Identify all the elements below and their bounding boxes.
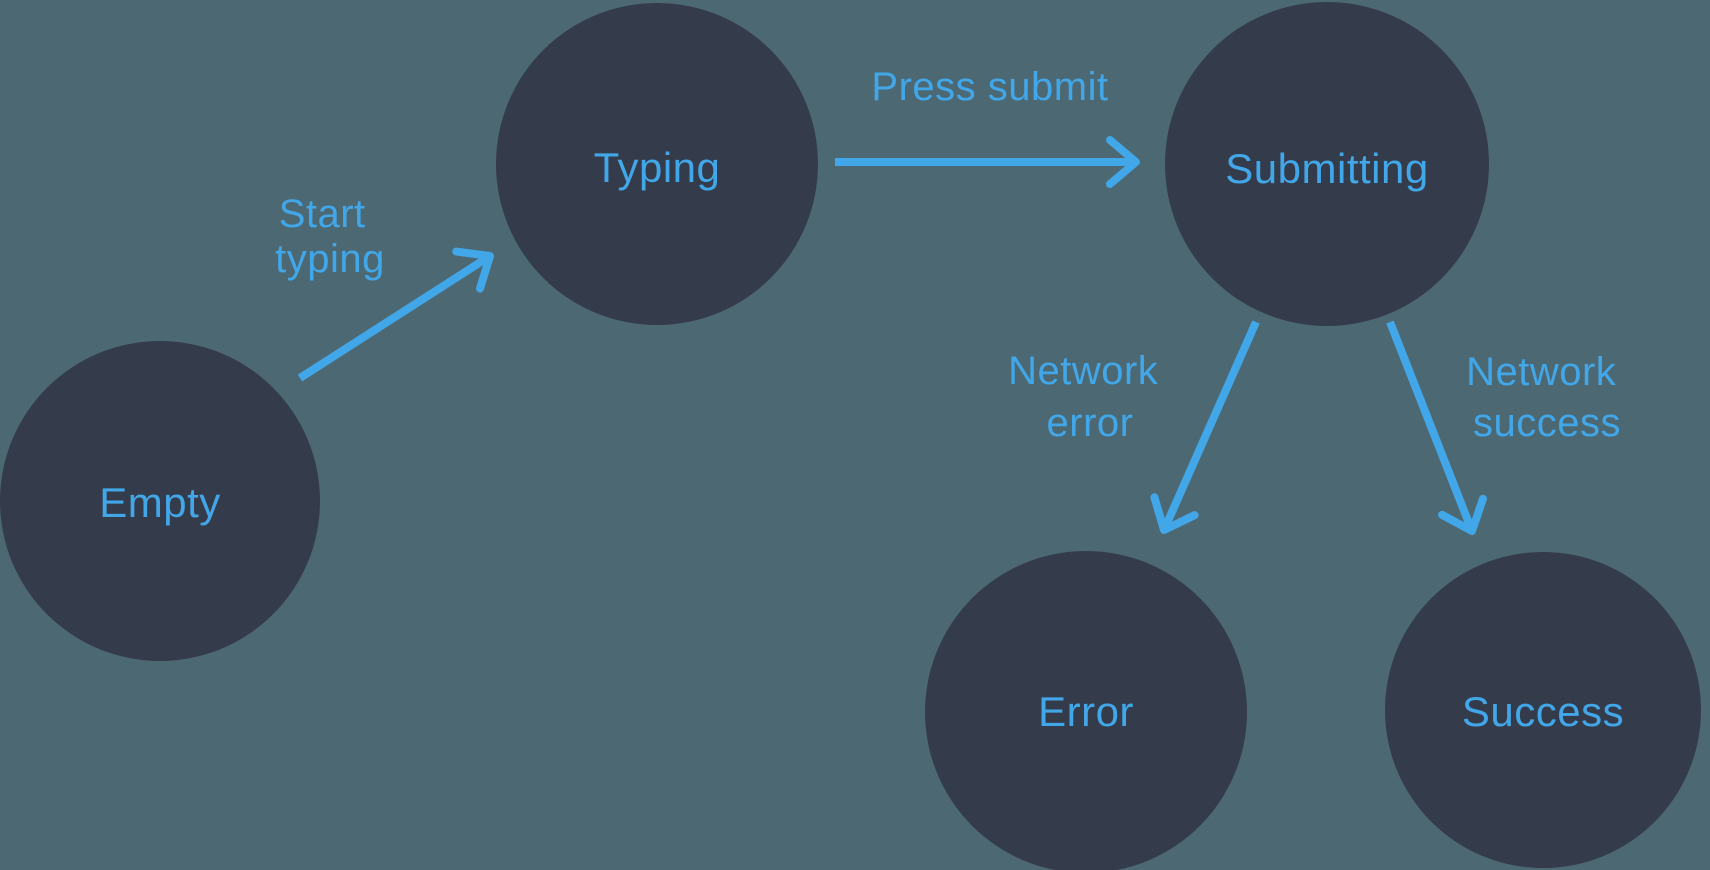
transition-label-line: Network	[1466, 350, 1617, 394]
transition-arrow-network-error	[1150, 320, 1260, 534]
transition-label-line: typing	[275, 237, 385, 281]
state-node-empty: Empty	[0, 341, 320, 661]
state-label-error: Error	[1038, 688, 1134, 735]
state-circle-success	[1385, 552, 1701, 868]
transition-label-network-success: Network success	[1466, 350, 1628, 445]
transition-label-line: Press submit	[871, 65, 1108, 109]
state-node-typing: Typing	[496, 3, 818, 325]
transition-label-line: Start	[279, 192, 366, 236]
transition-label-line: Network	[1008, 349, 1159, 393]
transition-arrow-start-typing	[297, 247, 494, 382]
state-node-error: Error	[925, 551, 1247, 870]
state-label-typing: Typing	[594, 144, 721, 191]
transition-submitting-to-success: Network success	[1386, 320, 1628, 535]
transition-label-press-submit: Press submit	[871, 65, 1108, 109]
transition-empty-to-typing: Start typing	[275, 192, 494, 382]
transition-typing-to-submitting: Press submit	[835, 65, 1140, 188]
state-label-submitting: Submitting	[1225, 145, 1428, 192]
state-circle-submitting	[1165, 2, 1489, 326]
state-node-success: Success	[1385, 552, 1701, 868]
state-label-empty: Empty	[99, 479, 221, 526]
state-label-success: Success	[1462, 688, 1624, 735]
transition-submitting-to-error: Network error	[1008, 320, 1260, 534]
transition-label-line: error	[1047, 401, 1134, 445]
state-circle-typing	[496, 3, 818, 325]
state-circle-empty	[0, 341, 320, 661]
transition-label-line: success	[1473, 401, 1621, 445]
state-node-submitting: Submitting	[1165, 2, 1489, 326]
transition-label-start-typing: Start typing	[275, 192, 385, 281]
transition-label-network-error: Network error	[1008, 349, 1170, 445]
transition-arrow-network-success	[1386, 320, 1487, 535]
state-circle-error	[925, 551, 1247, 870]
